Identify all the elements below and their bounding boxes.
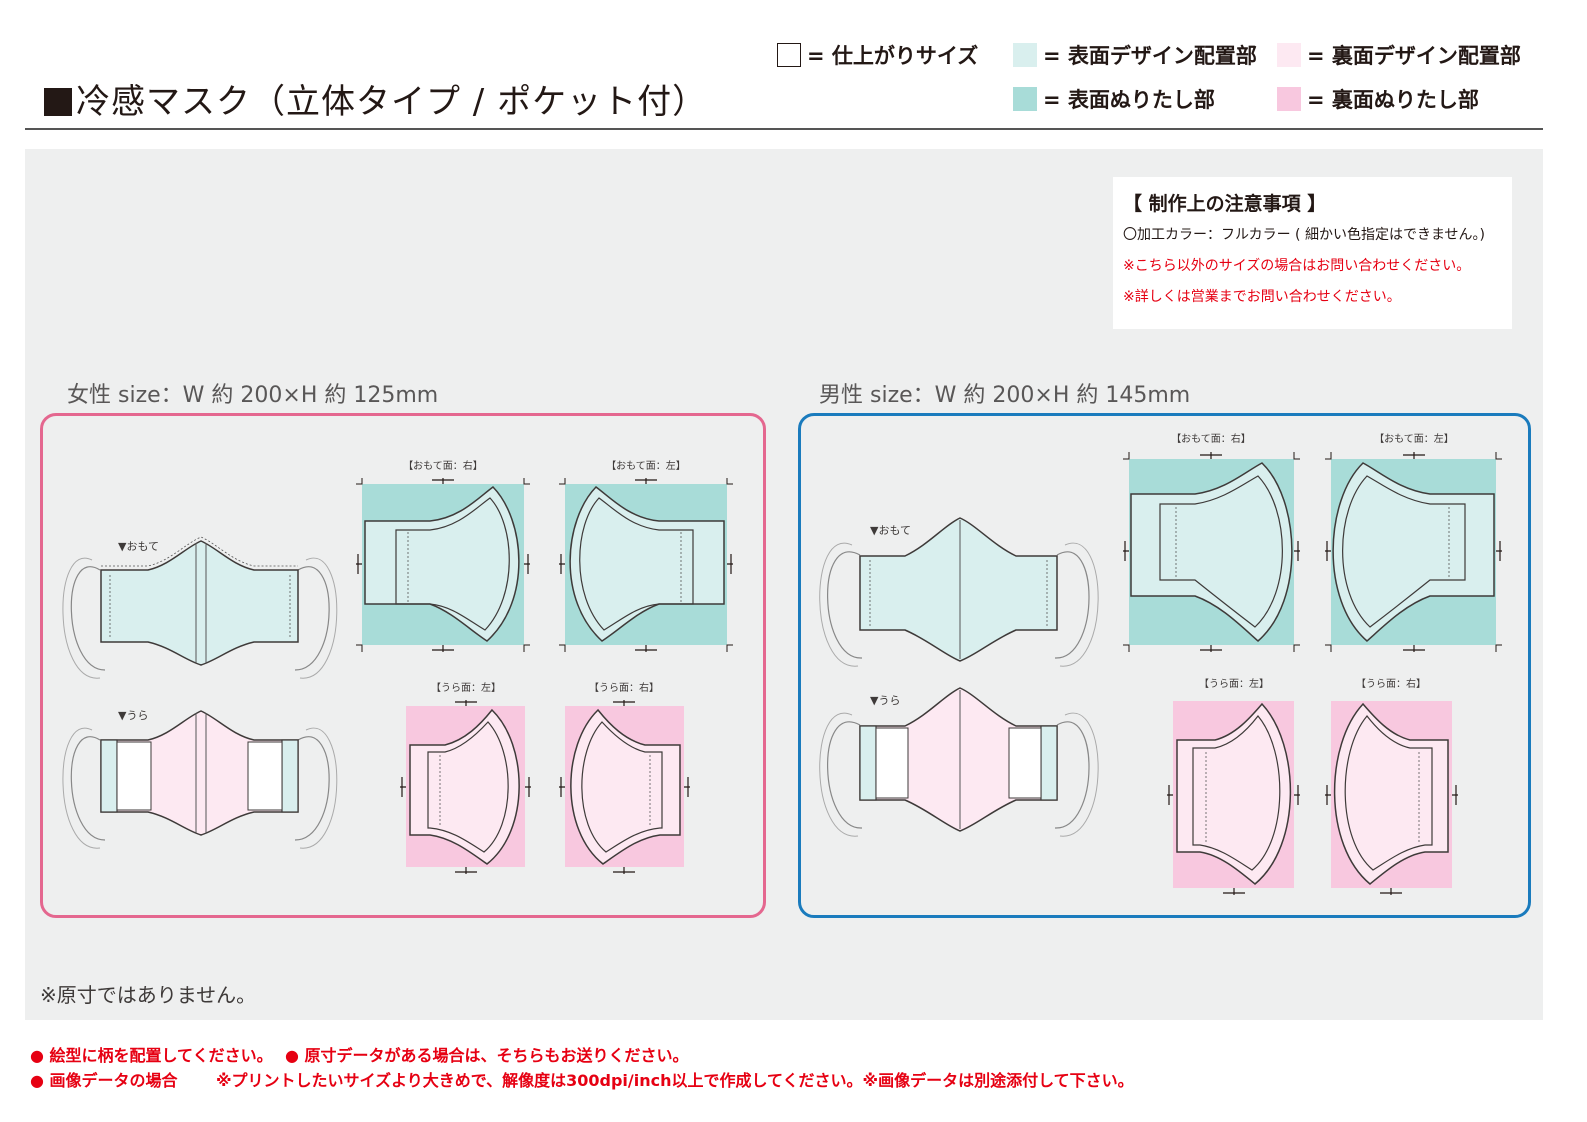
page-title-text: 冷感マスク（立体タイプ / ポケット付） <box>76 82 708 122</box>
female-front-left-panel <box>559 478 733 652</box>
front-design-swatch-icon <box>1013 43 1037 67</box>
production-notes: 【 制作上の注意事項 】 〇加工カラー：フルカラー ( 細かい色指定はできません… <box>1113 177 1512 329</box>
back-design-swatch-icon <box>1277 43 1301 67</box>
male-mask-back <box>819 687 1099 837</box>
finish-swatch-icon <box>777 43 801 67</box>
female-back-label: ▼うら <box>118 709 148 722</box>
male-back-label: ▼うら <box>870 694 900 707</box>
header-divider <box>25 128 1543 130</box>
legend-front-bleed: = 表面ぬりたし部 <box>1013 84 1215 114</box>
page-title: 冷感マスク（立体タイプ / ポケット付） <box>44 74 707 123</box>
title-square-icon <box>44 88 72 116</box>
legend-back-design: = 裏面デザイン配置部 <box>1277 40 1521 70</box>
male-front-left-label: 【おもて面：左】 <box>1374 432 1454 445</box>
female-front-right-label: 【おもて面：右】 <box>403 459 483 472</box>
legend-finish: = 仕上がりサイズ <box>777 40 978 70</box>
male-size-label: 男性 size：W 約 200×H 約 145mm <box>819 383 1191 408</box>
front-bleed-swatch-icon <box>1013 87 1037 111</box>
female-mask-back <box>62 710 338 849</box>
legend-back-bleed: = 裏面ぬりたし部 <box>1277 84 1479 114</box>
male-front-label: ▼おもて <box>870 524 911 537</box>
footer-resolution-note: ※プリントしたいサイズより大きめで、解像度は300dpi/inch以上で作成して… <box>216 1071 1134 1090</box>
footer-image-data: ● 画像データの場合 <box>30 1071 178 1090</box>
female-front-right-panel <box>356 478 530 652</box>
female-size-label: 女性 size：W 約 200×H 約 125mm <box>67 383 439 408</box>
female-front-left-label: 【おもて面：左】 <box>606 459 686 472</box>
male-front-right-panel <box>1123 452 1300 652</box>
female-back-left-panel <box>400 700 531 874</box>
notes-line-contact: ※詳しくは営業までお問い合わせください。 <box>1123 289 1401 305</box>
female-mask-front <box>62 536 338 679</box>
legend-back-design-label: = 裏面デザイン配置部 <box>1307 44 1521 68</box>
notes-line-size: ※こちら以外のサイズの場合はお問い合わせください。 <box>1123 258 1471 274</box>
legend-front-design: = 表面デザイン配置部 <box>1013 40 1257 70</box>
scale-note: ※原寸ではありません。 <box>40 983 257 1007</box>
footer-place-pattern: ● 絵型に柄を配置してください。 <box>30 1046 273 1065</box>
legend-finish-label: = 仕上がりサイズ <box>807 44 979 68</box>
male-front-left-panel <box>1325 452 1502 652</box>
female-back-right-label: 【うら面：右】 <box>589 681 659 694</box>
male-template-box <box>798 413 1531 918</box>
female-front-label: ▼おもて <box>118 540 159 553</box>
legend-back-bleed-label: = 裏面ぬりたし部 <box>1307 88 1479 112</box>
male-back-right-label: 【うら面：右】 <box>1356 677 1426 690</box>
female-back-left-label: 【うら面：左】 <box>431 681 501 694</box>
male-mask-front <box>819 517 1099 667</box>
notes-heading: 【 制作上の注意事項 】 <box>1123 193 1327 215</box>
female-template-box <box>40 413 766 918</box>
male-back-left-label: 【うら面：左】 <box>1199 677 1269 690</box>
footer-send-original: ● 原寸データがある場合は、そちらもお送りください。 <box>285 1046 689 1065</box>
legend-front-design-label: = 表面デザイン配置部 <box>1043 44 1257 68</box>
legend-front-bleed-label: = 表面ぬりたし部 <box>1043 88 1215 112</box>
notes-line-color: 〇加工カラー：フルカラー ( 細かい色指定はできません。) <box>1123 227 1485 243</box>
male-front-right-label: 【おもて面：右】 <box>1171 432 1251 445</box>
male-back-right-panel <box>1325 701 1458 895</box>
male-back-left-panel <box>1167 701 1300 895</box>
female-back-right-panel <box>559 700 690 874</box>
back-bleed-swatch-icon <box>1277 87 1301 111</box>
